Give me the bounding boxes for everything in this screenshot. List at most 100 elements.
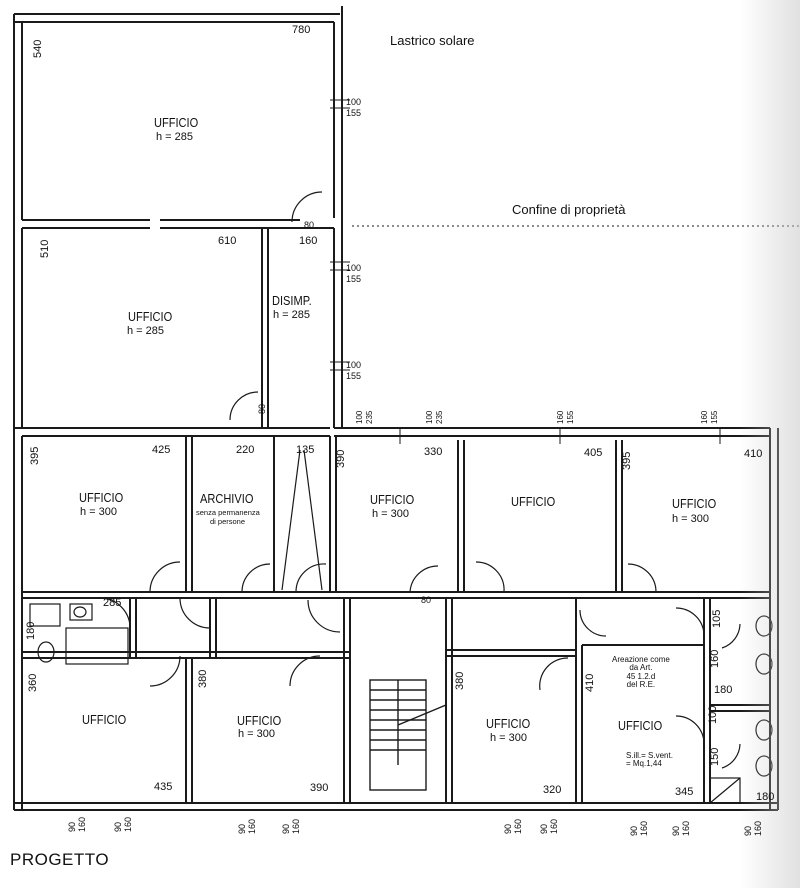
dimension: 80 — [304, 220, 315, 230]
dimension: 410 — [584, 673, 596, 692]
window-size: 155 — [346, 108, 362, 118]
room-label: DISIMP. — [272, 293, 312, 308]
window-size: 90 — [113, 821, 123, 832]
dimension: 330 — [424, 446, 443, 458]
stairwell — [369, 679, 447, 791]
room-note: senza permanenza — [196, 508, 260, 517]
dimension: 150 — [709, 747, 721, 766]
room-label: UFFICIO — [128, 309, 173, 324]
room-label: UFFICIO — [618, 718, 663, 733]
window-size: 160 — [753, 820, 763, 836]
dimension: 390 — [310, 782, 329, 794]
dimension: 435 — [154, 781, 173, 793]
surface-note: S.ill.= S.vent.= Mq.1,44 — [626, 751, 673, 769]
window-size: 235 — [435, 410, 444, 424]
dimension: 180 — [25, 621, 37, 640]
dimension: 405 — [584, 447, 603, 459]
window-size: 90 — [281, 823, 291, 834]
dimension: 345 — [675, 786, 694, 798]
window-size: 160 — [700, 410, 709, 424]
window-size: 155 — [346, 371, 362, 381]
room-label: UFFICIO — [370, 492, 415, 507]
window-size: 160 — [123, 816, 133, 832]
dimension: 510 — [39, 239, 51, 258]
dimension: 220 — [236, 444, 255, 456]
sanitary-fixtures — [29, 603, 773, 804]
dimension: 285 — [103, 597, 122, 609]
window-size: 100 — [346, 360, 362, 370]
dimension: 135 — [296, 444, 315, 456]
room-label: UFFICIO — [672, 496, 717, 511]
scan-shadow — [740, 0, 800, 888]
window-size: 100 — [355, 410, 364, 424]
window-size: 160 — [291, 818, 301, 834]
dimension: 780 — [292, 24, 311, 36]
window-size: 100 — [346, 263, 362, 273]
window-size: 155 — [346, 274, 362, 284]
dimension: 425 — [152, 444, 171, 456]
room-note: di persone — [210, 517, 246, 526]
room-height: h = 300 — [80, 506, 118, 518]
window-size: 155 — [710, 410, 719, 424]
room-label: UFFICIO — [82, 712, 127, 727]
dimension: 80 — [421, 595, 432, 605]
dimension: 395 — [29, 446, 41, 465]
room-label: UFFICIO — [79, 490, 124, 505]
dimension: 610 — [218, 235, 237, 247]
room-label: UFFICIO — [511, 494, 556, 509]
property-label: Confine di proprietà — [512, 202, 626, 217]
window-size: 100 — [425, 410, 434, 424]
room-height: h = 285 — [127, 325, 165, 337]
window-size: 160 — [681, 820, 691, 836]
shaft-lines — [281, 449, 323, 591]
dimension: 320 — [543, 784, 562, 796]
window-size: 160 — [549, 818, 559, 834]
dimension: 105 — [711, 609, 723, 628]
window-size: 90 — [671, 825, 681, 836]
window-size: 155 — [566, 410, 575, 424]
drawing-title: PROGETTO — [10, 850, 110, 869]
room-height: h = 285 — [156, 131, 194, 143]
dimension: 180 — [714, 684, 733, 696]
dimension: 160 — [709, 649, 721, 668]
room-label: UFFICIO — [154, 115, 199, 130]
room-height: h = 300 — [372, 508, 410, 520]
room-label: UFFICIO — [237, 713, 282, 728]
dimension: 540 — [32, 39, 44, 58]
dimension: 100 — [707, 705, 719, 724]
window-size: 90 — [237, 823, 247, 834]
window-size: 235 — [365, 410, 374, 424]
window-size: 90 — [67, 821, 77, 832]
window-size: 100 — [346, 97, 362, 107]
dimension: 380 — [454, 671, 466, 690]
dimension: 395 — [621, 451, 633, 470]
window-size: 160 — [247, 818, 257, 834]
door-swings — [99, 191, 741, 769]
window-size: 90 — [503, 823, 513, 834]
window-size: 160 — [639, 820, 649, 836]
dimension: 160 — [299, 235, 318, 247]
window-size: 90 — [539, 823, 549, 834]
room-label: ARCHIVIO — [200, 491, 254, 506]
dimension: 80 — [257, 403, 267, 414]
window-size: 160 — [556, 410, 565, 424]
dimension: 410 — [744, 448, 763, 460]
window-ticks — [330, 99, 721, 444]
room-height: h = 300 — [672, 513, 710, 525]
window-size: 90 — [629, 825, 639, 836]
dimension: 390 — [335, 449, 347, 468]
dimension: 380 — [197, 669, 209, 688]
window-size: 160 — [77, 816, 87, 832]
window-size: 160 — [513, 818, 523, 834]
room-label: UFFICIO — [486, 716, 531, 731]
room-height: h = 285 — [273, 309, 311, 321]
window-size: 90 — [743, 825, 753, 836]
dimension: 180 — [756, 791, 775, 803]
roof-label: Lastrico solare — [390, 33, 475, 48]
room-height: h = 300 — [238, 728, 276, 740]
dimension: 360 — [27, 673, 39, 692]
room-height: h = 300 — [490, 732, 528, 744]
top-office-walls — [13, 6, 343, 430]
